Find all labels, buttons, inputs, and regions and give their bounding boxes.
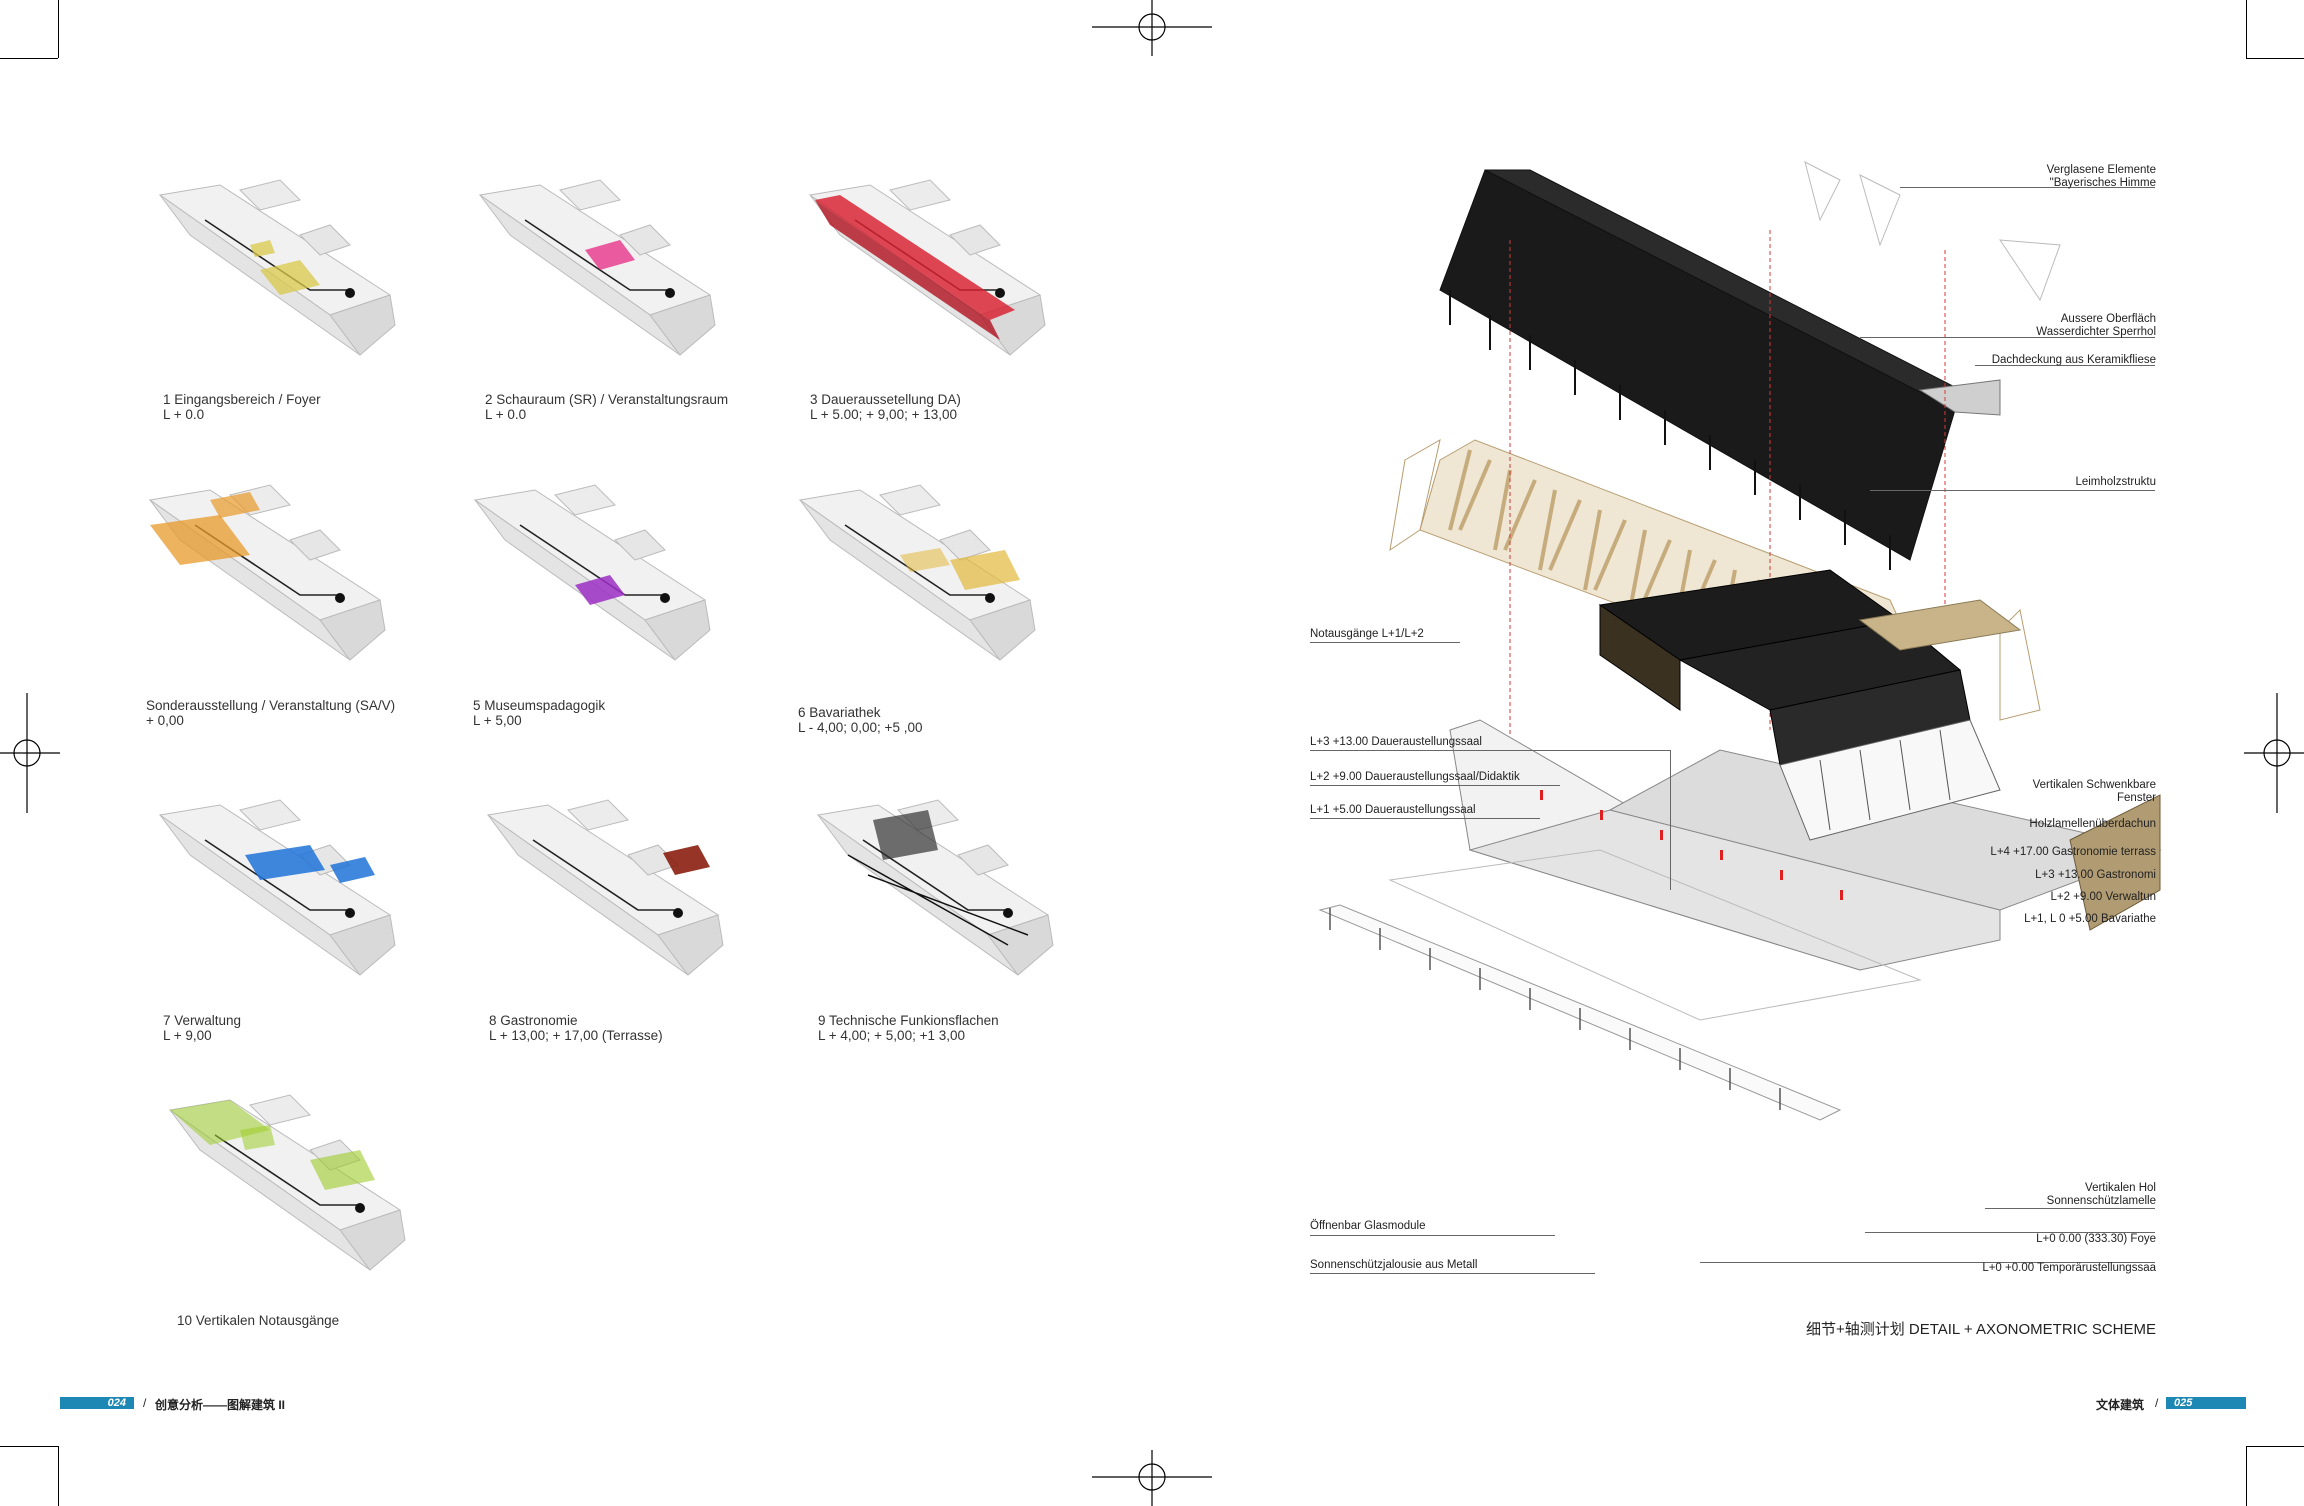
diagram-4-sonderausstellung — [140, 480, 390, 690]
label-sonnenschutzjalousie: Sonnenschützjalousie aus Metall — [1310, 1259, 1478, 1271]
diagram-7-caption: 7 Verwaltung L + 9,00 — [163, 1013, 242, 1043]
registration-mark-left — [0, 693, 60, 813]
label-verglaste-elemente: Verglasene Elemente "Bayerisches Himme — [2046, 164, 2156, 189]
diagram-9-caption: 9 Technische Funkionsflachen L + 4,00; +… — [818, 1013, 999, 1043]
leader-line — [1310, 818, 1540, 819]
leader-line — [1860, 337, 2155, 338]
footer-slash-left: / — [143, 1396, 147, 1410]
diagram-7-verwaltung — [150, 795, 400, 1005]
diagram-8-gastronomie — [478, 795, 728, 1005]
diagram-5-museumspaedagogik — [465, 480, 715, 690]
leader-line — [1310, 750, 1670, 751]
diagram-6-caption: 6 Bavariathek L - 4,00; 0,00; +5 ,00 — [798, 705, 923, 735]
crop-mark — [2246, 0, 2247, 58]
diagram-6-bavariathek — [790, 480, 1040, 690]
label-l4-gastronomie-terrasse: L+4 +17.00 Gastronomie terrass — [1990, 846, 2156, 858]
diagram-4-caption: Sonderausstellung / Veranstaltung (SA/V)… — [146, 698, 396, 728]
label-l1-dauerausstellung: L+1 +5.00 Daueraustellungssaal — [1310, 804, 1476, 816]
leader-line — [1310, 785, 1560, 786]
label-leimholzstruktur: Leimholzstruktu — [2075, 476, 2156, 488]
label-l1-bavariathek: L+1, L 0 +5.00 Bavariathe — [2024, 913, 2156, 925]
diagram-8-caption: 8 Gastronomie L + 13,00; + 17,00 (Terras… — [489, 1013, 663, 1043]
leader-line — [1310, 642, 1460, 643]
leader-line — [1670, 750, 1671, 890]
footer-title-right: 文体建筑 — [2096, 1398, 2145, 1412]
diagram-10-notausgaenge — [160, 1090, 410, 1300]
leader-line — [1310, 1235, 1555, 1236]
diagram-9-technische — [808, 795, 1058, 1005]
diagram-2-caption: 2 Schauraum (SR) / Veranstaltungsraum L … — [485, 392, 729, 422]
label-l3-gastronomie: L+3 +13.00 Gastronomi — [2035, 869, 2156, 881]
diagram-5-caption: 5 Museumspadagogik L + 5,00 — [473, 698, 606, 728]
registration-mark-right — [2244, 693, 2304, 813]
leader-line — [1700, 1262, 2155, 1263]
crop-mark — [58, 1446, 59, 1506]
leader-line — [1975, 365, 2155, 366]
label-l0-temporaerausstellung: L+0 +0.00 Temporärustellungssaa — [1982, 1262, 2156, 1274]
diagram-2-schauraum — [470, 175, 720, 385]
label-schwenkbare-fenster: Vertikalen Schwenkbare Fenster — [2032, 779, 2156, 804]
label-notausgaenge: Notausgänge L+1/L+2 — [1310, 628, 1424, 640]
label-dachdeckung: Dachdeckung aus Keramikfliese — [1991, 354, 2156, 366]
leader-line — [1310, 1273, 1595, 1274]
page-number-bar-left: 024 — [60, 1397, 134, 1409]
crop-mark — [2246, 1446, 2304, 1447]
exploded-axonometric — [1318, 161, 2162, 1121]
label-holzlamellen: Holzlamellenüberdachun — [2029, 818, 2156, 830]
diagram-1-foyer — [150, 175, 400, 385]
label-aussere-oberflaeche: Aussere Oberfläch Wasserdichter Sperrhol — [2036, 313, 2156, 338]
page-number-bar-right: 025 — [2166, 1397, 2246, 1409]
registration-mark-bottom — [1092, 1450, 1212, 1506]
footer-title-left: 创意分析——图解建筑 II — [155, 1398, 286, 1412]
crop-mark — [0, 1446, 58, 1447]
crop-mark — [0, 58, 58, 59]
page-number-left: 024 — [107, 1397, 126, 1409]
crop-mark — [2246, 1446, 2247, 1506]
leader-line — [1900, 187, 2155, 188]
crop-mark — [58, 0, 59, 58]
label-l0-foyer: L+0 0.00 (333.30) Foye — [2036, 1233, 2156, 1245]
leader-line — [1985, 1208, 2155, 1209]
leader-line — [1870, 490, 2155, 491]
footer-slash-right: / — [2155, 1396, 2159, 1410]
diagram-10-caption: 10 Vertikalen Notausgänge — [177, 1313, 340, 1328]
diagram-1-caption: 1 Eingangsbereich / Foyer L + 0.0 — [163, 392, 321, 422]
label-l2-verwaltung: L+2 +9.00 Verwaltun — [2050, 891, 2157, 903]
section-title: 细节+轴测计划 DETAIL + AXONOMETRIC SCHEME — [1805, 1321, 2156, 1338]
registration-mark-top — [1092, 0, 1212, 56]
diagram-3-dauerausstellung — [800, 175, 1050, 385]
crop-mark — [2246, 58, 2304, 59]
label-glasmodule: Öffnenbar Glasmodule — [1310, 1220, 1426, 1232]
label-l2-dauerausstellung: L+2 +9.00 Daueraustellungssaal/Didaktik — [1310, 771, 1520, 783]
label-sonnenschutzlamellen: Vertikalen Hol Sonnenschützlamelle — [2046, 1182, 2156, 1207]
leader-line — [1865, 1232, 2155, 1233]
diagram-3-caption: 3 Daueraussetellung DA) L + 5.00; + 9,00… — [810, 392, 961, 422]
label-l3-dauerausstellung: L+3 +13.00 Daueraustellungssaal — [1310, 736, 1482, 748]
page-number-right: 025 — [2174, 1397, 2193, 1409]
